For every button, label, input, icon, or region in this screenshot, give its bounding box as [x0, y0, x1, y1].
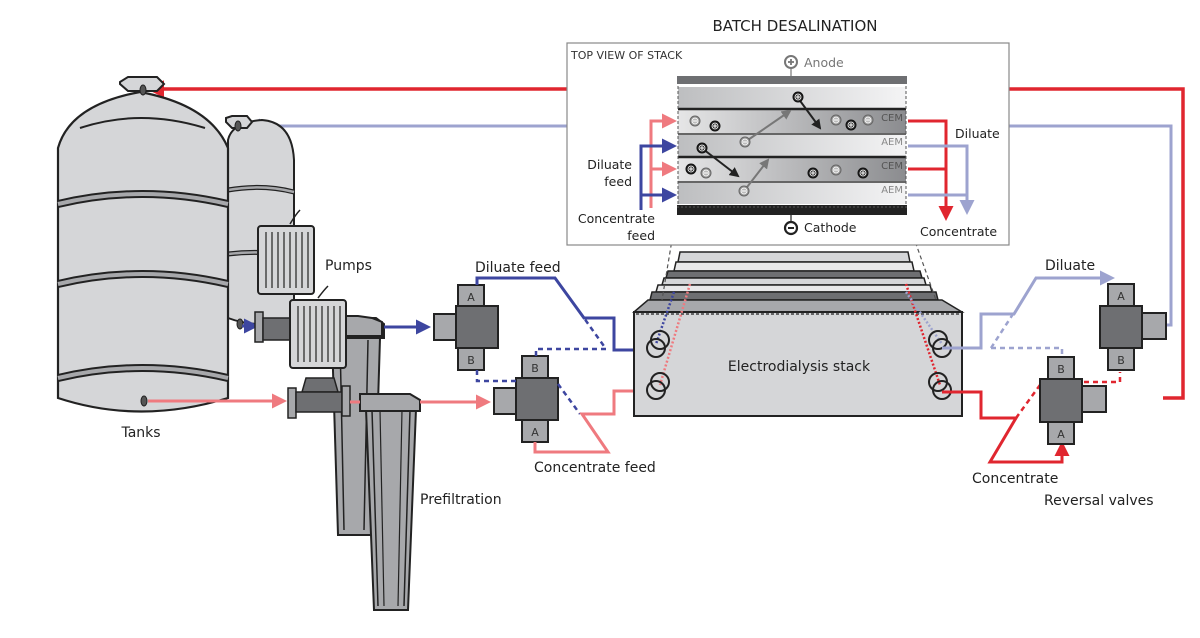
diluate-b-dashed-right — [991, 346, 1064, 356]
stack-label: Electrodialysis stack — [728, 359, 871, 375]
diagram-title: BATCH DESALINATION — [713, 17, 878, 35]
membrane-label-aem: AEM — [881, 137, 903, 148]
diluate-feed-label: Diluate feed — [475, 260, 561, 276]
cation-icon — [685, 163, 697, 175]
inset-diluate-label: Diluate — [955, 126, 1000, 141]
cation-icon — [845, 119, 857, 131]
reversal-valve-diluate[interactable]: A B — [1099, 283, 1167, 371]
membrane-label-cem: CEM — [881, 113, 903, 124]
diluate-feed-alt-dashed — [534, 317, 609, 356]
tanks-label: Tanks — [120, 425, 160, 441]
diluate-feed-line — [475, 276, 655, 358]
tank-front — [56, 76, 230, 413]
diluate-outlet-line — [942, 270, 1115, 350]
inset-feed-arrows — [639, 113, 677, 210]
anode-plate — [677, 76, 907, 84]
valve-port-a: A — [467, 291, 475, 304]
diluate-b-dashed — [475, 370, 516, 383]
inset-concentrate-label: Concentrate — [920, 224, 997, 239]
concentrate-outlet-dashed — [1014, 384, 1042, 419]
valve-port-b: B — [1057, 363, 1065, 376]
anion-icon — [738, 185, 750, 197]
anion-icon — [830, 164, 842, 176]
membrane-label-aem: AEM — [881, 185, 903, 196]
cathode-plate — [677, 205, 907, 215]
inset-diluate-feed-label-line1: Diluate — [587, 157, 632, 172]
inset-title: TOP VIEW OF STACK — [570, 49, 683, 62]
cathode-label: Cathode — [804, 220, 857, 235]
diluate-outlet-label: Diluate — [1045, 258, 1095, 274]
anode-label: Anode — [804, 55, 844, 70]
cation-icon — [792, 91, 804, 103]
inlet-valve-concentrate[interactable]: B A — [493, 355, 559, 443]
reversal-valve-concentrate[interactable]: B A — [1039, 356, 1107, 445]
prefilter-front — [359, 393, 421, 611]
inlet-valve-diluate[interactable]: A B — [433, 284, 499, 371]
tank-back — [225, 115, 295, 330]
membrane-label-cem: CEM — [881, 161, 903, 172]
valve-port-b: B — [1117, 354, 1125, 367]
valve-port-b: B — [467, 354, 475, 367]
inset-outflow-arrows — [908, 119, 975, 221]
anion-icon — [862, 114, 874, 126]
anion-icon — [739, 136, 751, 148]
cation-icon — [807, 167, 819, 179]
cation-icon — [857, 167, 869, 179]
valve-port-b: B — [531, 362, 539, 375]
inset-concentrate-feed-label-line1: Concentrate — [578, 211, 655, 226]
reversal-valves-label: Reversal valves — [1044, 493, 1154, 509]
concentrate-feed-label: Concentrate feed — [534, 460, 656, 476]
valve-port-a: A — [1117, 290, 1125, 303]
diluate-outlet-dashed — [989, 313, 1015, 349]
concentrate-b-dashed — [556, 383, 582, 415]
prefiltration-label: Prefiltration — [420, 492, 502, 508]
pumps-label: Pumps — [325, 258, 372, 274]
concentrate-feed-line — [533, 383, 655, 454]
concentrate-b-dashed-right — [1084, 372, 1122, 384]
pump-front — [287, 285, 383, 419]
inset-concentrate-feed-label-line2: feed — [627, 228, 655, 243]
inset-diluate-feed-label-line2: feed — [604, 174, 632, 189]
anion-icon — [689, 115, 701, 127]
electrodialysis-stack[interactable]: Electrodialysis stack — [631, 251, 965, 417]
anion-icon — [700, 167, 712, 179]
valve-port-a: A — [531, 426, 539, 439]
concentrate-outlet-label: Concentrate — [972, 471, 1058, 487]
inset-top-view: TOP VIEW OF STACK Anode Cathode CEM AEM … — [566, 42, 1010, 246]
valve-port-a: A — [1057, 428, 1065, 441]
cation-icon — [709, 120, 721, 132]
cation-icon — [696, 142, 708, 154]
anion-icon — [830, 114, 842, 126]
